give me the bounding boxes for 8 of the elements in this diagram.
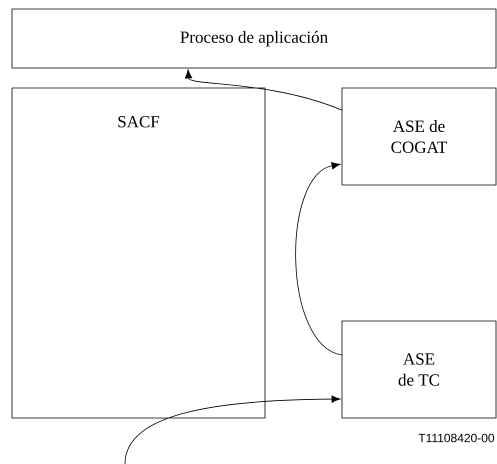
- process-box: Proceso de aplicación: [12, 8, 496, 68]
- arrow: [184, 70, 342, 110]
- entity-box: ASE de TC: [342, 320, 496, 418]
- arrow: [124, 395, 340, 464]
- function-box: SACF: [12, 88, 266, 418]
- entity-box: ASE de COGAT: [342, 88, 496, 186]
- arrow: [295, 162, 342, 356]
- figure-code: T11108420-00: [418, 434, 494, 442]
